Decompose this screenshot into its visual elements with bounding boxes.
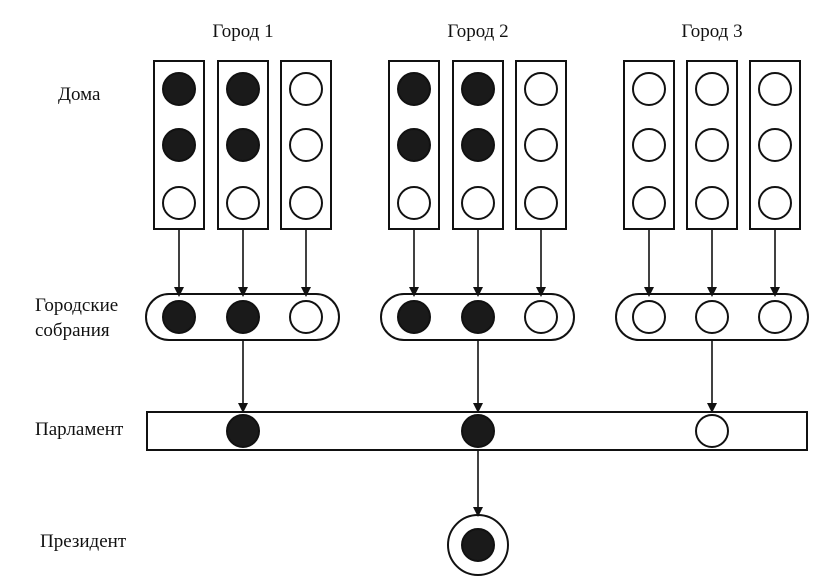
parliament-box	[146, 411, 808, 451]
city-1-house-2-voter-2	[226, 128, 260, 162]
houses-row-label: Дома	[58, 84, 101, 105]
city-1-assembly-member-2	[226, 300, 260, 334]
city-3-house-1-voter-2	[632, 128, 666, 162]
city-3-house-3-voter-1	[758, 72, 792, 106]
city-2-house-3-voter-1	[524, 72, 558, 106]
city-2-name: Город 2	[447, 21, 508, 42]
city-2-assembly-member-2	[461, 300, 495, 334]
city-2-house-1-voter-3	[397, 186, 431, 220]
city-3-house-2-voter-2	[695, 128, 729, 162]
city-assemblies-label-line1: Городские	[35, 295, 118, 316]
city-3-house-1-voter-3	[632, 186, 666, 220]
city-2-house-1-voter-1	[397, 72, 431, 106]
city-3-name: Город 3	[681, 21, 742, 42]
city-1-house-3-voter-3	[289, 186, 323, 220]
president-voter	[461, 528, 495, 562]
city-3-assembly-member-1	[632, 300, 666, 334]
city-3-house-2-voter-3	[695, 186, 729, 220]
city-1-house-1-voter-3	[162, 186, 196, 220]
city-3-assembly-member-3	[758, 300, 792, 334]
city-1-house-3-voter-2	[289, 128, 323, 162]
city-1-house-1-voter-1	[162, 72, 196, 106]
city-2-house-1-voter-2	[397, 128, 431, 162]
president-ring	[447, 514, 509, 576]
city-3-house-3-voter-3	[758, 186, 792, 220]
parliament-row-label: Парламент	[35, 419, 124, 440]
city-3-house-3-voter-2	[758, 128, 792, 162]
city-1-house-3-voter-1	[289, 72, 323, 106]
city-3-assembly-member-2	[695, 300, 729, 334]
city-1-house-2-voter-3	[226, 186, 260, 220]
parliament-member-1	[226, 414, 260, 448]
city-1-name: Город 1	[212, 21, 273, 42]
city-2-house-3-voter-2	[524, 128, 558, 162]
city-1-assembly-member-3	[289, 300, 323, 334]
city-assemblies-label-line2: собрания	[35, 320, 110, 341]
city-1-house-2-voter-1	[226, 72, 260, 106]
city-2-house-2-voter-3	[461, 186, 495, 220]
parliament-member-2	[461, 414, 495, 448]
city-3-house-2-voter-1	[695, 72, 729, 106]
city-2-house-2-voter-2	[461, 128, 495, 162]
city-2-house-3-voter-3	[524, 186, 558, 220]
city-2-assembly-member-1	[397, 300, 431, 334]
city-3-house-1-voter-1	[632, 72, 666, 106]
city-1-house-1-voter-2	[162, 128, 196, 162]
city-1-assembly-member-1	[162, 300, 196, 334]
city-2-assembly-member-3	[524, 300, 558, 334]
city-2-house-2-voter-1	[461, 72, 495, 106]
diagram-marks	[145, 60, 809, 576]
parliament-member-3	[695, 414, 729, 448]
president-row-label: Президент	[40, 531, 127, 552]
